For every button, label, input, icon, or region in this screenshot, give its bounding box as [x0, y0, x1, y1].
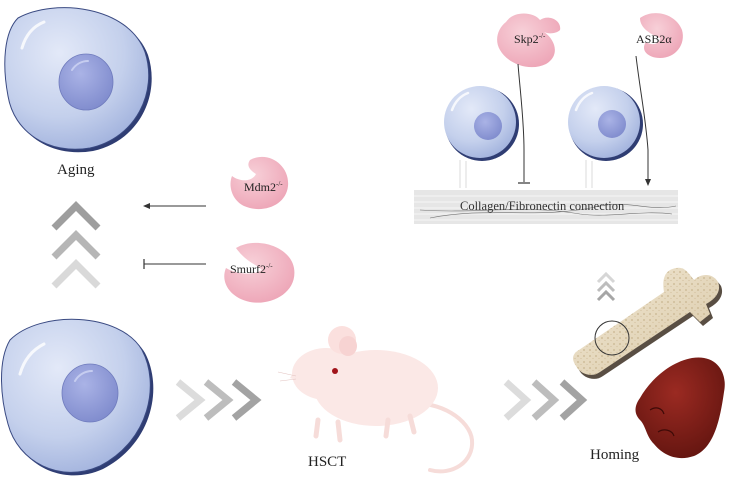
hsct-label: HSCT — [308, 454, 347, 470]
chevron-up-icon — [596, 271, 616, 284]
smurf2-protein — [224, 242, 295, 303]
stem-cell-left — [444, 86, 519, 188]
arrowhead-down-icon — [645, 179, 651, 186]
mdm2-label: Mdm2-/- — [244, 180, 283, 194]
collagen-label: Collagen/Fibronectin connection — [460, 199, 625, 213]
chevron-right-icon — [559, 379, 588, 421]
aged-stem-cell — [4, 7, 152, 153]
chevron-up-icon — [51, 230, 101, 260]
homing-chevrons — [503, 379, 588, 421]
asb2a-protein — [640, 13, 683, 58]
aging-increase-chevrons — [51, 201, 101, 289]
homing-increase-chevrons — [596, 271, 616, 302]
collagen-fibronectin-band — [414, 190, 678, 224]
smurf2-label: Smurf2-/- — [230, 262, 273, 276]
bone-marrow-niche-marker — [594, 320, 630, 356]
chevron-up-icon — [596, 280, 616, 293]
asb2a-arrow — [635, 55, 649, 180]
young-stem-cell — [1, 318, 154, 476]
mdm2-protein — [230, 156, 289, 210]
chevron-up-icon — [51, 201, 101, 231]
transplant-chevrons — [175, 379, 262, 421]
chevron-right-icon — [503, 379, 532, 421]
mouse-illustration — [277, 326, 475, 474]
chevron-right-icon — [175, 379, 206, 421]
asb2a-label: ASB2α — [636, 32, 672, 46]
chevron-right-icon — [203, 379, 234, 421]
skp2-inhibition-line — [517, 63, 525, 182]
chevron-up-icon — [51, 259, 101, 289]
arrowhead-left-icon — [143, 203, 150, 209]
bone-illustration — [573, 267, 723, 379]
liver-illustration — [635, 357, 725, 459]
aging-label: Aging — [57, 162, 95, 178]
chevron-up-icon — [596, 289, 616, 302]
chevron-right-icon — [531, 379, 560, 421]
skp2-label: Skp2-/- — [514, 32, 546, 46]
homing-label: Homing — [590, 447, 640, 463]
chevron-right-icon — [231, 379, 262, 421]
stem-cell-right — [568, 86, 643, 188]
skp2-protein — [497, 13, 561, 68]
